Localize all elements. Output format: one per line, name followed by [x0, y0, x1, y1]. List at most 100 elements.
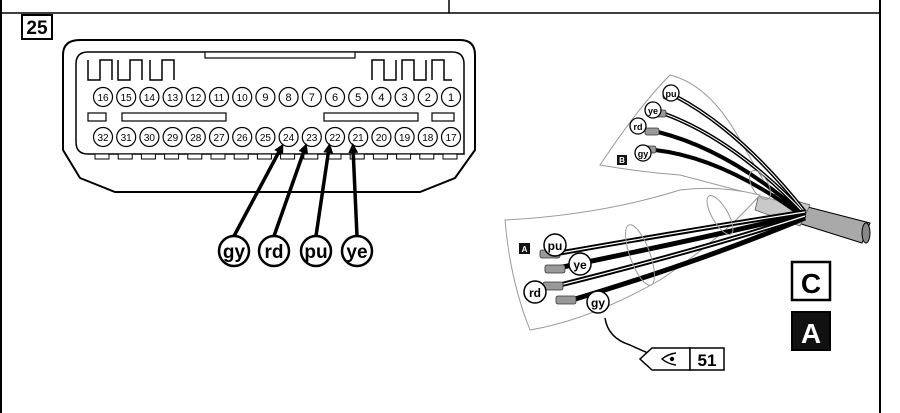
pin-7: 7: [301, 86, 322, 108]
pin-29: 29: [162, 126, 183, 148]
connector-tick: [349, 153, 365, 160]
pin-18: 18: [417, 126, 438, 148]
pin-number: 24: [283, 133, 295, 144]
pin-number: 17: [445, 133, 457, 144]
pin-25: 25: [255, 126, 276, 148]
pin-arrows: [232, 143, 359, 237]
arrow-pu: [314, 143, 334, 237]
harness-b-tag: [617, 155, 627, 165]
connector-tick: [396, 153, 412, 160]
pin-5: 5: [348, 86, 369, 108]
pin-10: 10: [232, 86, 253, 108]
svg-text:pu: pu: [304, 242, 327, 263]
pin-number: 18: [422, 133, 434, 144]
harness-a-label-gy: gy: [586, 290, 610, 314]
connector-bottom-ticks: [94, 153, 458, 160]
svg-text:gy: gy: [638, 149, 649, 159]
pin-32: 32: [92, 126, 114, 148]
svg-text:ye: ye: [346, 242, 367, 263]
pin-number: 2: [425, 92, 431, 104]
pin-17: 17: [440, 126, 462, 148]
pin-15: 15: [116, 86, 137, 108]
harness-b-label-ye: ye: [644, 101, 662, 119]
pin-number: 8: [286, 92, 292, 104]
pin-number: 11: [214, 93, 225, 104]
pin-number: 22: [329, 133, 341, 144]
connector-tick: [210, 153, 226, 160]
pin-13: 13: [162, 86, 183, 108]
pin-12: 12: [185, 86, 206, 108]
eye-icon: [660, 352, 677, 366]
pin-number: 6: [332, 92, 338, 104]
connector-tick: [140, 153, 156, 160]
wire-label-pu: pu: [299, 234, 333, 268]
pin-4: 4: [371, 86, 392, 108]
svg-text:ye: ye: [648, 106, 658, 116]
reference-page-number: 51: [698, 351, 717, 370]
pin-number: 15: [121, 93, 133, 104]
step-number: 25: [26, 18, 48, 39]
pin-31: 31: [116, 126, 137, 148]
pin-number: 10: [237, 93, 249, 104]
pin-number: 31: [121, 133, 133, 144]
connector-tick: [256, 153, 272, 160]
svg-text:gy: gy: [223, 242, 246, 263]
svg-text:gy: gy: [591, 296, 605, 310]
connector-tick: [372, 153, 388, 160]
svg-text:C: C: [801, 268, 821, 299]
pin-number: 12: [190, 93, 202, 104]
pin-27: 27: [208, 126, 230, 148]
wire-label-gy: gy: [217, 234, 251, 268]
connector-tick: [187, 153, 203, 160]
pin-number: 16: [97, 93, 109, 104]
svg-text:A: A: [801, 318, 821, 349]
pin-number: 29: [167, 133, 179, 144]
harness-a-tag: [519, 243, 530, 254]
pin-20: 20: [371, 126, 392, 148]
pin-16: 16: [92, 86, 114, 108]
pin-number: 21: [353, 133, 365, 144]
arrow-ye: [348, 143, 359, 237]
wire-label-ye: ye: [340, 234, 374, 268]
pin-11: 11: [208, 86, 230, 108]
pin-9: 9: [255, 86, 276, 108]
pin-number: 5: [355, 92, 361, 104]
pin-number: 4: [378, 92, 384, 104]
harness-b: B pu ye rd gy: [599, 74, 807, 220]
page-reference: 51: [604, 317, 725, 371]
svg-text:rd: rd: [529, 286, 541, 300]
pin-19: 19: [394, 126, 415, 148]
svg-text:ye: ye: [573, 258, 587, 272]
pin-30: 30: [139, 126, 160, 148]
pin-28: 28: [185, 126, 206, 148]
pin-24: 24: [278, 126, 299, 148]
arrow-gy: [232, 143, 284, 237]
pin-number: 20: [376, 133, 388, 144]
svg-text:pu: pu: [666, 89, 677, 99]
pin-number: 32: [97, 133, 109, 144]
pin-14: 14: [139, 86, 160, 108]
connector-tick: [303, 153, 319, 160]
pin-2: 2: [417, 86, 438, 108]
pin-number: 25: [260, 133, 272, 144]
pin-number: 13: [167, 93, 179, 104]
pin-22: 22: [324, 126, 346, 148]
pin-1: 1: [440, 86, 462, 108]
svg-text:rd: rd: [634, 122, 643, 132]
pin-number: 26: [237, 133, 249, 144]
arrow-rd: [272, 143, 309, 237]
pin-26: 26: [232, 126, 253, 148]
pin-6: 6: [324, 86, 346, 108]
pin-number: 7: [309, 92, 315, 104]
connector-tick: [419, 153, 435, 160]
pin-number: 14: [144, 93, 156, 104]
pin-number: 19: [399, 133, 411, 144]
step-number-box: 25: [21, 14, 53, 40]
harness-a-label-pu: pu: [543, 233, 567, 257]
pin-number: 23: [306, 133, 318, 144]
pin-number: 9: [262, 92, 268, 104]
connector-tick: [94, 153, 110, 160]
